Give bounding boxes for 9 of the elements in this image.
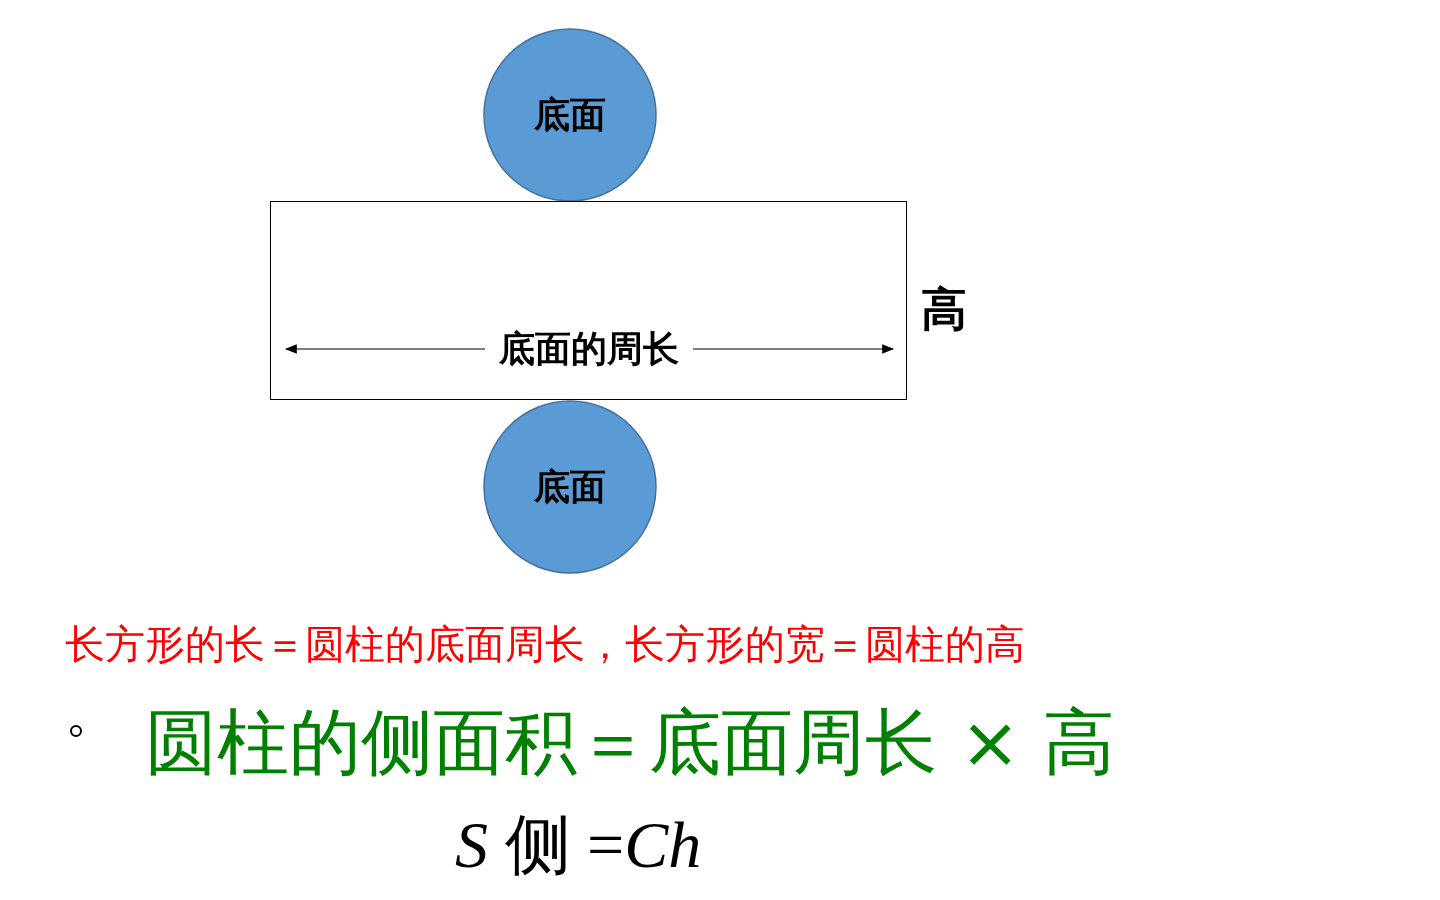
- formula-text: 圆柱的侧面积＝底面周长 × 高: [145, 699, 1116, 786]
- base-circle: [483, 28, 657, 202]
- base-circle: [483, 400, 657, 574]
- formula: S 侧 =Ch: [455, 807, 702, 883]
- height-label: 高: [921, 281, 967, 338]
- note-text: 长方形的长＝圆柱的底面周长，长方形的宽＝圆柱的高: [65, 620, 1025, 669]
- circle-label: 底面: [534, 92, 606, 137]
- side-rectangle: [270, 201, 907, 400]
- circle-label: 底面: [534, 464, 606, 509]
